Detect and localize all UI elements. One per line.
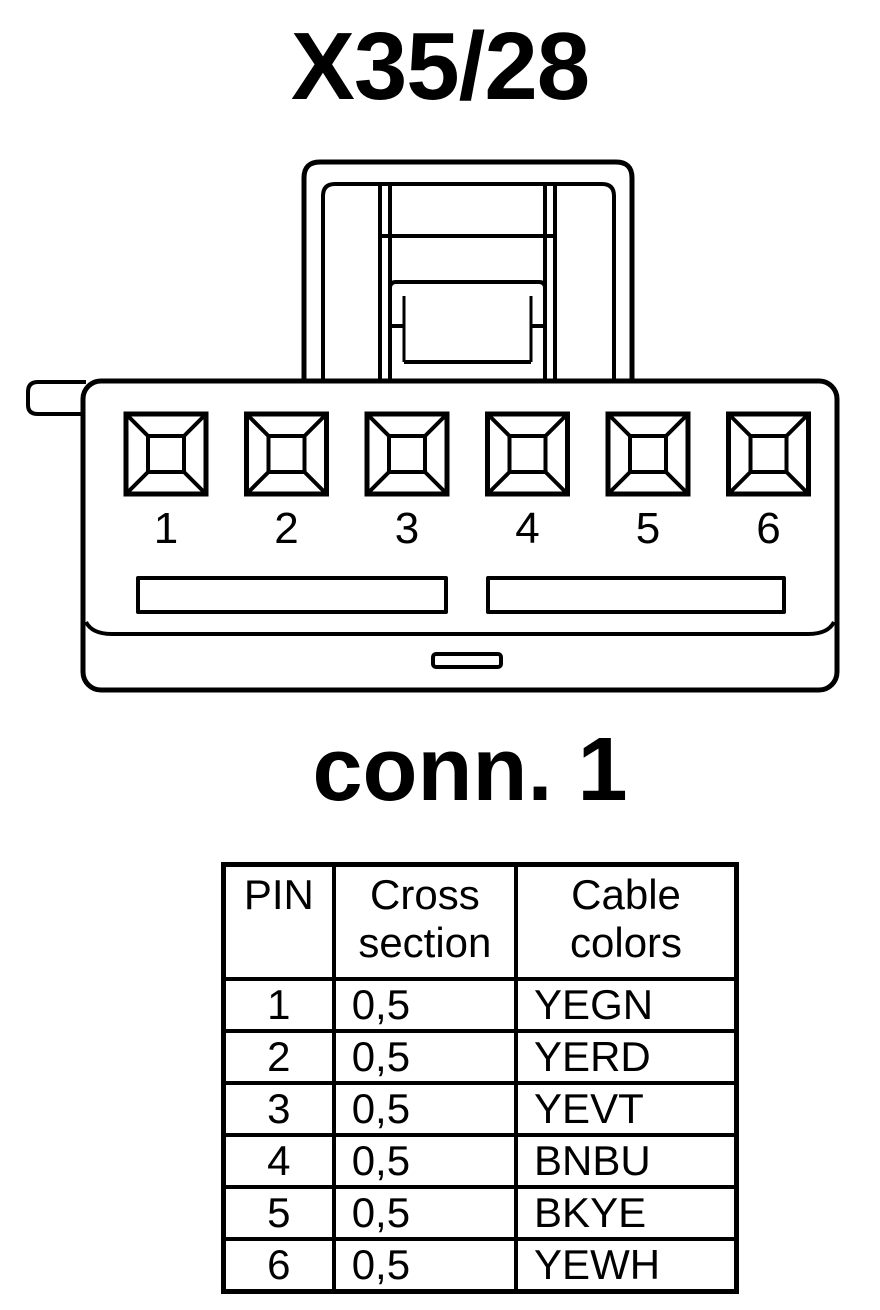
cross-section: 0,5 bbox=[333, 1083, 519, 1137]
pin-cavity-2 bbox=[244, 411, 329, 497]
cross-section: 0,5 bbox=[333, 1135, 519, 1189]
pin-cavity-1 bbox=[123, 411, 209, 497]
cable-color: BKYE bbox=[516, 1187, 739, 1241]
cross-section: 0,5 bbox=[333, 1239, 519, 1294]
pin-label-6: 6 bbox=[756, 504, 780, 553]
pin-label-3: 3 bbox=[395, 504, 419, 553]
pin-number: 6 bbox=[223, 1239, 336, 1294]
cable-color: YEWH bbox=[516, 1239, 739, 1294]
connector-subtitle: conn. 1 bbox=[312, 720, 628, 820]
pin-label-5: 5 bbox=[636, 504, 660, 553]
connector-title: X35/28 bbox=[290, 13, 590, 120]
pin-label-2: 2 bbox=[274, 504, 298, 553]
pin-cavity-5 bbox=[605, 411, 691, 497]
cross-section: 0,5 bbox=[333, 1031, 519, 1085]
bottom-notch bbox=[431, 652, 503, 669]
header-pin: PIN bbox=[223, 864, 336, 981]
pin-cavity-6 bbox=[726, 411, 811, 497]
left-tab bbox=[26, 380, 86, 416]
pin-number: 2 bbox=[223, 1031, 336, 1085]
cross-section: 0,5 bbox=[333, 1187, 519, 1241]
pin-number: 4 bbox=[223, 1135, 336, 1189]
connector-body bbox=[80, 378, 840, 693]
pin-number: 1 bbox=[223, 979, 336, 1033]
key-slot-left bbox=[136, 576, 448, 614]
pin-number: 5 bbox=[223, 1187, 336, 1241]
pin-label-4: 4 bbox=[515, 504, 539, 553]
cable-color: BNBU bbox=[516, 1135, 739, 1189]
cross-section: 0,5 bbox=[333, 979, 519, 1033]
key-slot-right bbox=[486, 576, 786, 614]
latch-inner bbox=[321, 182, 616, 380]
cable-color: YERD bbox=[516, 1031, 739, 1085]
body-ledge bbox=[84, 620, 836, 636]
connector-drawing: 1 2 3 4 5 6 bbox=[26, 159, 840, 693]
cable-color: YEGN bbox=[516, 979, 739, 1033]
pin-number: 3 bbox=[223, 1083, 336, 1137]
cable-color: YEVT bbox=[516, 1083, 739, 1137]
pin-cavity-3 bbox=[364, 411, 450, 497]
latch-outer bbox=[301, 159, 635, 380]
pin-label-1: 1 bbox=[154, 504, 178, 553]
pin-cavity-4 bbox=[485, 411, 570, 497]
